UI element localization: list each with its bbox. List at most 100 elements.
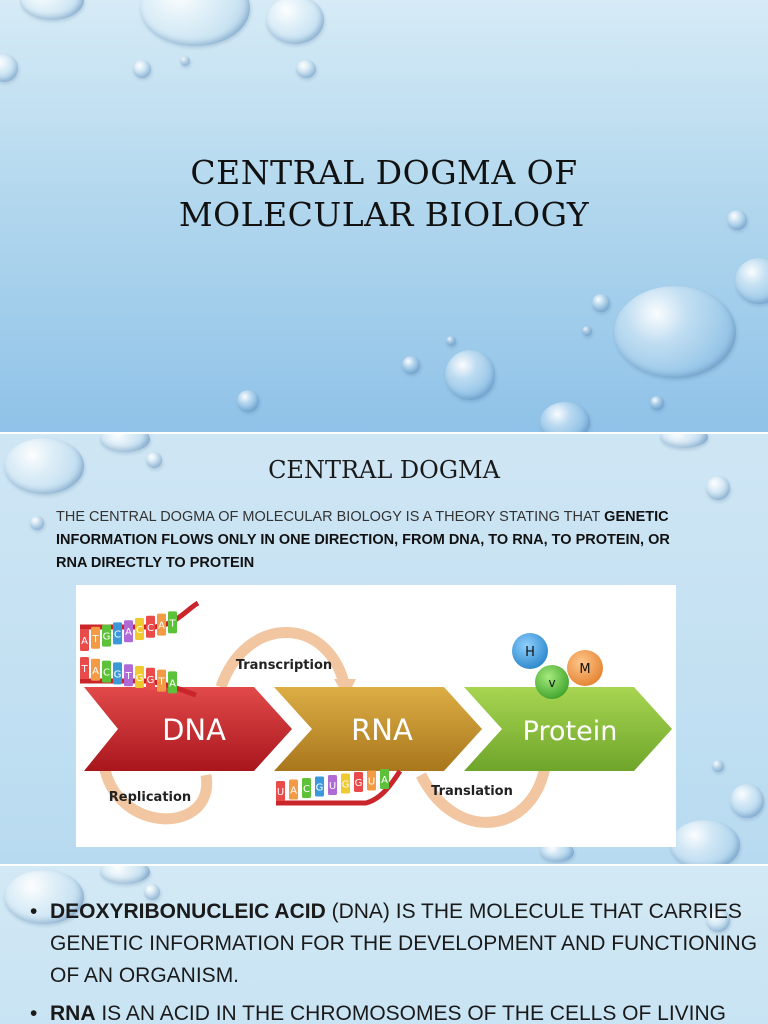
protein-arrow [464, 687, 672, 771]
dna-bottom-base-letter: T [80, 664, 88, 675]
dna-bottom-base-block [124, 664, 133, 687]
rna-base-letter: A [381, 775, 388, 786]
transcription-label: Transcription [236, 658, 332, 673]
water-drop-decoration [100, 866, 150, 884]
slide-title: CENTRAL DOGMA [268, 456, 500, 484]
intro-text: THE CENTRAL DOGMA OF MOLECULAR BIOLOGY I… [56, 509, 605, 525]
water-drop-decoration [180, 56, 190, 66]
rna-base-letter: U [277, 787, 284, 798]
rna-arrow [274, 687, 482, 771]
dna-bottom-base-letter: C [103, 668, 110, 679]
translation-cycle-arrow [416, 760, 552, 828]
water-drop-decoration [540, 842, 574, 862]
water-drop-decoration [133, 60, 151, 78]
water-drop-decoration [30, 516, 44, 530]
water-drop-decoration [20, 0, 84, 20]
water-drop-decoration [4, 438, 84, 494]
title-slide: CENTRAL DOGMA OF MOLECULAR BIOLOGY [0, 0, 768, 432]
dna-bottom-base-block [146, 667, 155, 690]
replication-label: Replication [109, 790, 191, 805]
dna-bottom-base-letter: A [92, 666, 99, 677]
intro-emphasis: GENETIC INFORMATION FLOWS ONLY IN ONE DI… [56, 509, 670, 571]
dna-top-base-block [113, 622, 122, 645]
water-drop-decoration [100, 434, 150, 452]
dna-top-base-block [168, 611, 177, 634]
molecule-v [535, 665, 569, 699]
slide-title-line-2: MOLECULAR BIOLOGY [178, 195, 590, 234]
water-drop-decoration [660, 434, 708, 448]
dna-top-base-block [146, 615, 155, 638]
water-drop-decoration [266, 0, 324, 44]
replication-cycle-arrow [98, 763, 213, 825]
molecule-h-label: H [525, 645, 535, 660]
dna-top-base-block [80, 629, 89, 651]
rna-base-letter: G [355, 778, 363, 789]
water-drop-decoration [4, 870, 84, 924]
rna-base-letter: U [368, 777, 375, 788]
rna-base-block [367, 770, 376, 791]
rna-base-letter: A [290, 786, 297, 797]
dna-bottom-base-letter: A [169, 678, 176, 689]
bullet-term: RNA [50, 1002, 96, 1024]
molecule-h [512, 633, 548, 669]
water-drop-decoration [144, 884, 160, 900]
rna-label: RNA [351, 713, 413, 747]
dna-top-base-block [157, 613, 166, 636]
water-drop-decoration [146, 452, 162, 468]
bullet-item-dna: • DEOXYRIBONUCLEIC ACID (DNA) IS THE MOL… [30, 896, 760, 992]
water-drop-decoration [140, 0, 250, 46]
rna-base-letter: G [342, 780, 350, 791]
molecule-v-label: v [548, 676, 555, 690]
rna-base-block [289, 779, 298, 800]
water-drop-decoration [706, 476, 730, 500]
dna-top-base-letter: G [103, 632, 111, 643]
water-drop-decoration [237, 390, 259, 412]
dna-top-base-block [124, 620, 133, 643]
bullet-marker: • [30, 1002, 38, 1024]
dna-bottom-base-block [91, 658, 100, 681]
molecule-m-label: M [579, 662, 590, 677]
bullet-marker: • [30, 900, 38, 923]
rna-base-block [328, 775, 337, 795]
dna-top-base-letter: A [125, 627, 132, 638]
translation-label: Translation [431, 784, 513, 799]
diagram-svg: DNA RNA Protein Transcription Replicatio… [80, 600, 672, 828]
dna-bottom-base-letter: T [157, 677, 165, 688]
bullet-definition: (DNA) IS THE MOLECULE THAT CARRIES GENET… [50, 900, 758, 987]
dna-arrow [84, 687, 292, 771]
dna-bottom-base-block [157, 669, 166, 692]
molecule-m [567, 650, 603, 686]
water-drop-decoration [730, 784, 764, 818]
central-dogma-diagram: DNA RNA Protein Transcription Replicatio… [76, 585, 676, 847]
intro-paragraph: THE CENTRAL DOGMA OF MOLECULAR BIOLOGY I… [56, 506, 696, 575]
rna-base-block [354, 772, 363, 792]
dna-top-base-block [91, 626, 100, 649]
rna-base-letter: G [316, 783, 324, 794]
water-drop-decoration [592, 294, 610, 312]
dna-top-base-letter: C [114, 629, 121, 640]
dna-bottom-base-block [135, 666, 144, 688]
dna-label: DNA [162, 713, 226, 747]
rna-base-block [302, 778, 311, 798]
rna-base-block [341, 773, 350, 794]
dna-bottom-base-letter: G [114, 669, 122, 680]
water-drop-decoration [735, 258, 768, 304]
water-drop-decoration [614, 286, 736, 378]
dna-top-base-letter: T [91, 634, 99, 645]
dna-bottom-base-block [80, 657, 89, 679]
water-drop-decoration [727, 210, 747, 230]
rna-base-block [315, 776, 324, 797]
bullet-item-rna: • RNA IS AN ACID IN THE CHROMOSOMES OF T… [30, 998, 760, 1024]
dna-bottom-base-block [113, 662, 122, 685]
dna-top-base-letter: C [147, 623, 154, 634]
dna-top-base-letter: A [158, 621, 165, 632]
water-drop-decoration [706, 908, 730, 932]
definitions-slide: • DEOXYRIBONUCLEIC ACID (DNA) IS THE MOL… [0, 866, 768, 1024]
water-drop-decoration [446, 336, 456, 346]
rna-base-block [380, 769, 389, 789]
water-drop-decoration [712, 760, 724, 772]
water-drop-decoration [296, 60, 316, 78]
